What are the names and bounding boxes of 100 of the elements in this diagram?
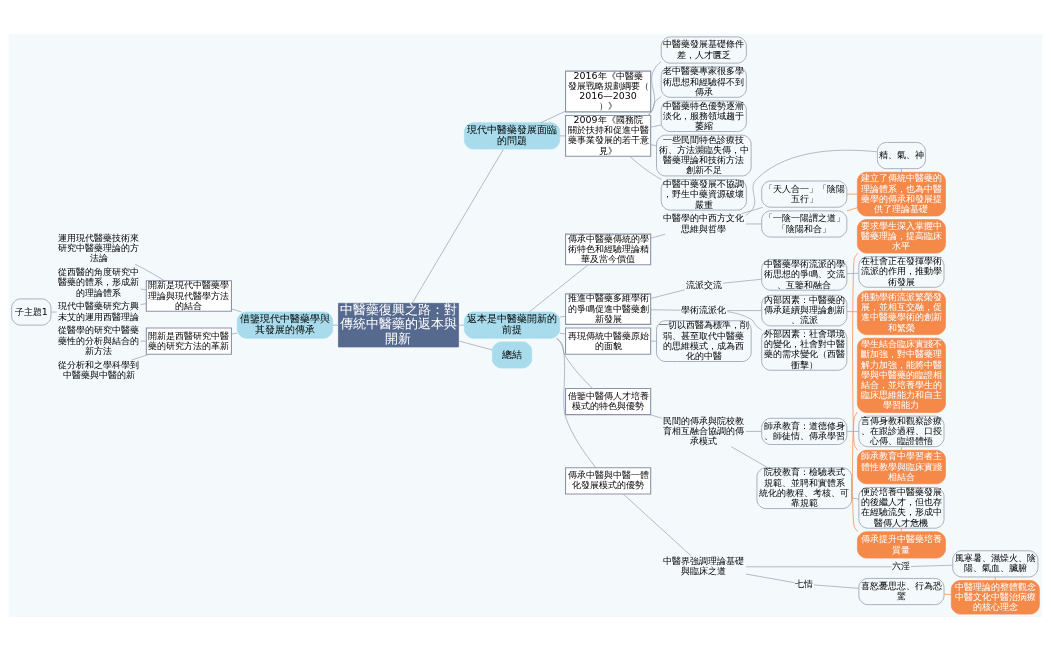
connector (846, 272, 860, 274)
node-box: 中醫藥特色優勢逐漸淡化，服務領域趨于萎縮 (660, 100, 747, 132)
node-text: 六淫 (892, 559, 911, 571)
connector (559, 315, 566, 318)
connector (140, 288, 147, 290)
node-box: 借鑒中醫傳人才培養模式的特色與優勢 (565, 387, 652, 415)
connector (741, 206, 764, 214)
connector (134, 263, 165, 281)
connector (559, 135, 566, 136)
node-text: 學術流派化 (681, 303, 727, 315)
connector (846, 206, 858, 211)
node-text: 中醫界強調理論基礎與臨床之道 (663, 554, 745, 576)
node-text: 民間的傳承與院校教育相互融合協調的傳承模式 (663, 414, 745, 446)
node-text: 運用現代醫藥技術來研究中醫藥理論的方法論 (58, 231, 140, 263)
connector (745, 573, 796, 583)
connector (629, 155, 662, 180)
node-box: 傳承中醫與中醫一體化發展模式的優勢 (565, 466, 652, 495)
connector (910, 564, 954, 567)
node-box: 中醫中藥發展不協調，野生中藥資源破壞嚴重 (660, 178, 747, 210)
connector (852, 411, 859, 532)
node-box: 返本是中醫藥開新的前提 (464, 311, 561, 339)
node-box: 總結 (492, 341, 533, 368)
node-box: 傳承中醫藥傳統的學術特色和經驗理論精華及當今價值 (565, 233, 652, 265)
connector (846, 310, 858, 312)
connector (131, 353, 150, 360)
node-box: 借鑒現代中醫藥學與其發展的傳承 (236, 311, 333, 339)
node-box: 中醫藥發展基礎條件差，人才匱乏 (660, 36, 747, 63)
node-box: 中醫藥復興之路：對傳統中醫藥的返本與開新 (338, 302, 459, 347)
connector (411, 148, 504, 304)
connector (745, 223, 763, 224)
node-box: 言傳身教和觀察診療、在跟診過程、口授心傳、臨證體悟 (858, 415, 945, 447)
connector (458, 324, 465, 325)
connector (730, 445, 769, 468)
node-box: 院校教育：檢驗表式規範、並聘和實體系統化的教程、考核、可靠規範 (756, 466, 852, 509)
connector (650, 340, 657, 341)
node-text: 流派交流 (685, 278, 722, 290)
connector (231, 308, 242, 312)
connector (813, 584, 860, 589)
connector (650, 143, 657, 146)
node-box: 子主題1 (11, 298, 52, 325)
node-box: 開新是現代中醫藥學理論與現代醫學方法的結合 (145, 279, 232, 312)
node-box: 便於培養中醫藥發展的後繼人才，但也存在經驗流失，形成中醫傳人才危機 (858, 486, 945, 529)
connector (994, 576, 996, 581)
connector (231, 332, 238, 334)
node-box: 推進中醫藥多維學術的爭鳴促進中醫藥創新發展 (565, 292, 652, 325)
connector (846, 193, 858, 194)
connector (140, 302, 147, 305)
connector (650, 288, 686, 299)
connector (650, 233, 666, 238)
node-box: 要求學生深入掌握中醫藥理論，提高臨床水平 (857, 218, 946, 253)
node-box: 2016年《中醫藥發展戰略規劃綱要（2016—2030）》 (565, 70, 652, 112)
connector (50, 311, 58, 312)
connector (901, 527, 902, 532)
connector (648, 60, 662, 116)
connector (623, 493, 693, 557)
connector (726, 310, 762, 330)
node-box: 中醫藥學術流派的學術思想的爭鳴、交流、互鑒和融合 (761, 258, 848, 291)
node-box: 學生結合臨床實踐不斷加強，對中醫藥理解力加強，能將中醫學與中醫藥的臨證相結合，並培養學生的臨床思維能力和自主學習能力 (857, 337, 946, 413)
connector (943, 593, 952, 595)
connector (851, 496, 860, 500)
connector (901, 286, 902, 291)
connector (650, 124, 662, 128)
connector (901, 446, 902, 450)
node-box: 再現傳統中醫藥原始的面貌 (565, 327, 652, 355)
connector (722, 278, 762, 284)
connector (745, 565, 893, 567)
node-box: 「一陰一陽謂之道」「陰陽和合」 (761, 210, 848, 237)
connector (846, 430, 860, 432)
node-box: 在社會正在發揮學術流派的作用，推動學術發展 (858, 255, 945, 288)
node-text: 從西醫的角度研究中醫藥的體系，形成新的理論體系 (58, 265, 140, 298)
node-box: 風寒暑、濕燥火、陰陽、氣血、臟腑 (952, 549, 1039, 577)
node-box: 一切以西醫為標準，削弱、甚至取代中醫藥的思維模式，成為西化的中醫 (656, 319, 752, 362)
connector (556, 337, 597, 468)
node-box: 精、氣、神 (877, 141, 926, 169)
node-box: 開新是西醫研究中醫藥的研究方法的革新 (145, 327, 232, 355)
connector (332, 324, 339, 325)
connector (559, 332, 566, 334)
node-box: 傳承提升中醫藥培養質量 (857, 530, 946, 558)
connector (745, 430, 763, 432)
node-box: 建立了傳統中醫藥的理論體系，也為中醫藥學的傳承和發展提供了理論基礎 (857, 171, 946, 216)
node-box: 喜怒憂思悲、行為恐驚 (858, 577, 945, 605)
node-box: 老中醫藥專家很多學術思想和經驗得不到傳承 (660, 65, 747, 98)
connector (140, 340, 147, 341)
node-box: 現代中醫藥發展面臨的問題 (464, 121, 561, 149)
connector (901, 167, 902, 172)
connector (458, 340, 493, 350)
node-box: 內部因素：中醫藥的傳承延續與理論創新、流派 (761, 294, 848, 326)
connector (745, 149, 878, 216)
connector (540, 110, 566, 123)
node-box: 「天人合一」「陰陽五行」 (761, 180, 848, 208)
node-text: 從分析和之學科學到中醫藥與中醫的新 (58, 358, 140, 380)
connector (556, 337, 593, 389)
node-box: 中醫理論的整體觀念中醫文化中醫治病療的核心理念 (950, 579, 1040, 614)
connector (650, 413, 663, 419)
node-box: 師承教育：道德修身、師徒情、傳承學習 (761, 417, 848, 445)
node-box: 2009年《國務院關於扶持和促進中醫藥事業發展的若干意見》 (565, 114, 652, 157)
node-box: 外部因素：社會環境的變化，社會對中醫藥的需求變化（西醫衝擊） (761, 328, 848, 371)
node-text: 現代中醫藥研究方興未艾的運用西醫理論 (58, 299, 140, 322)
connector (852, 252, 859, 451)
node-text: 中醫學的中西方文化思維與哲學 (663, 211, 745, 234)
